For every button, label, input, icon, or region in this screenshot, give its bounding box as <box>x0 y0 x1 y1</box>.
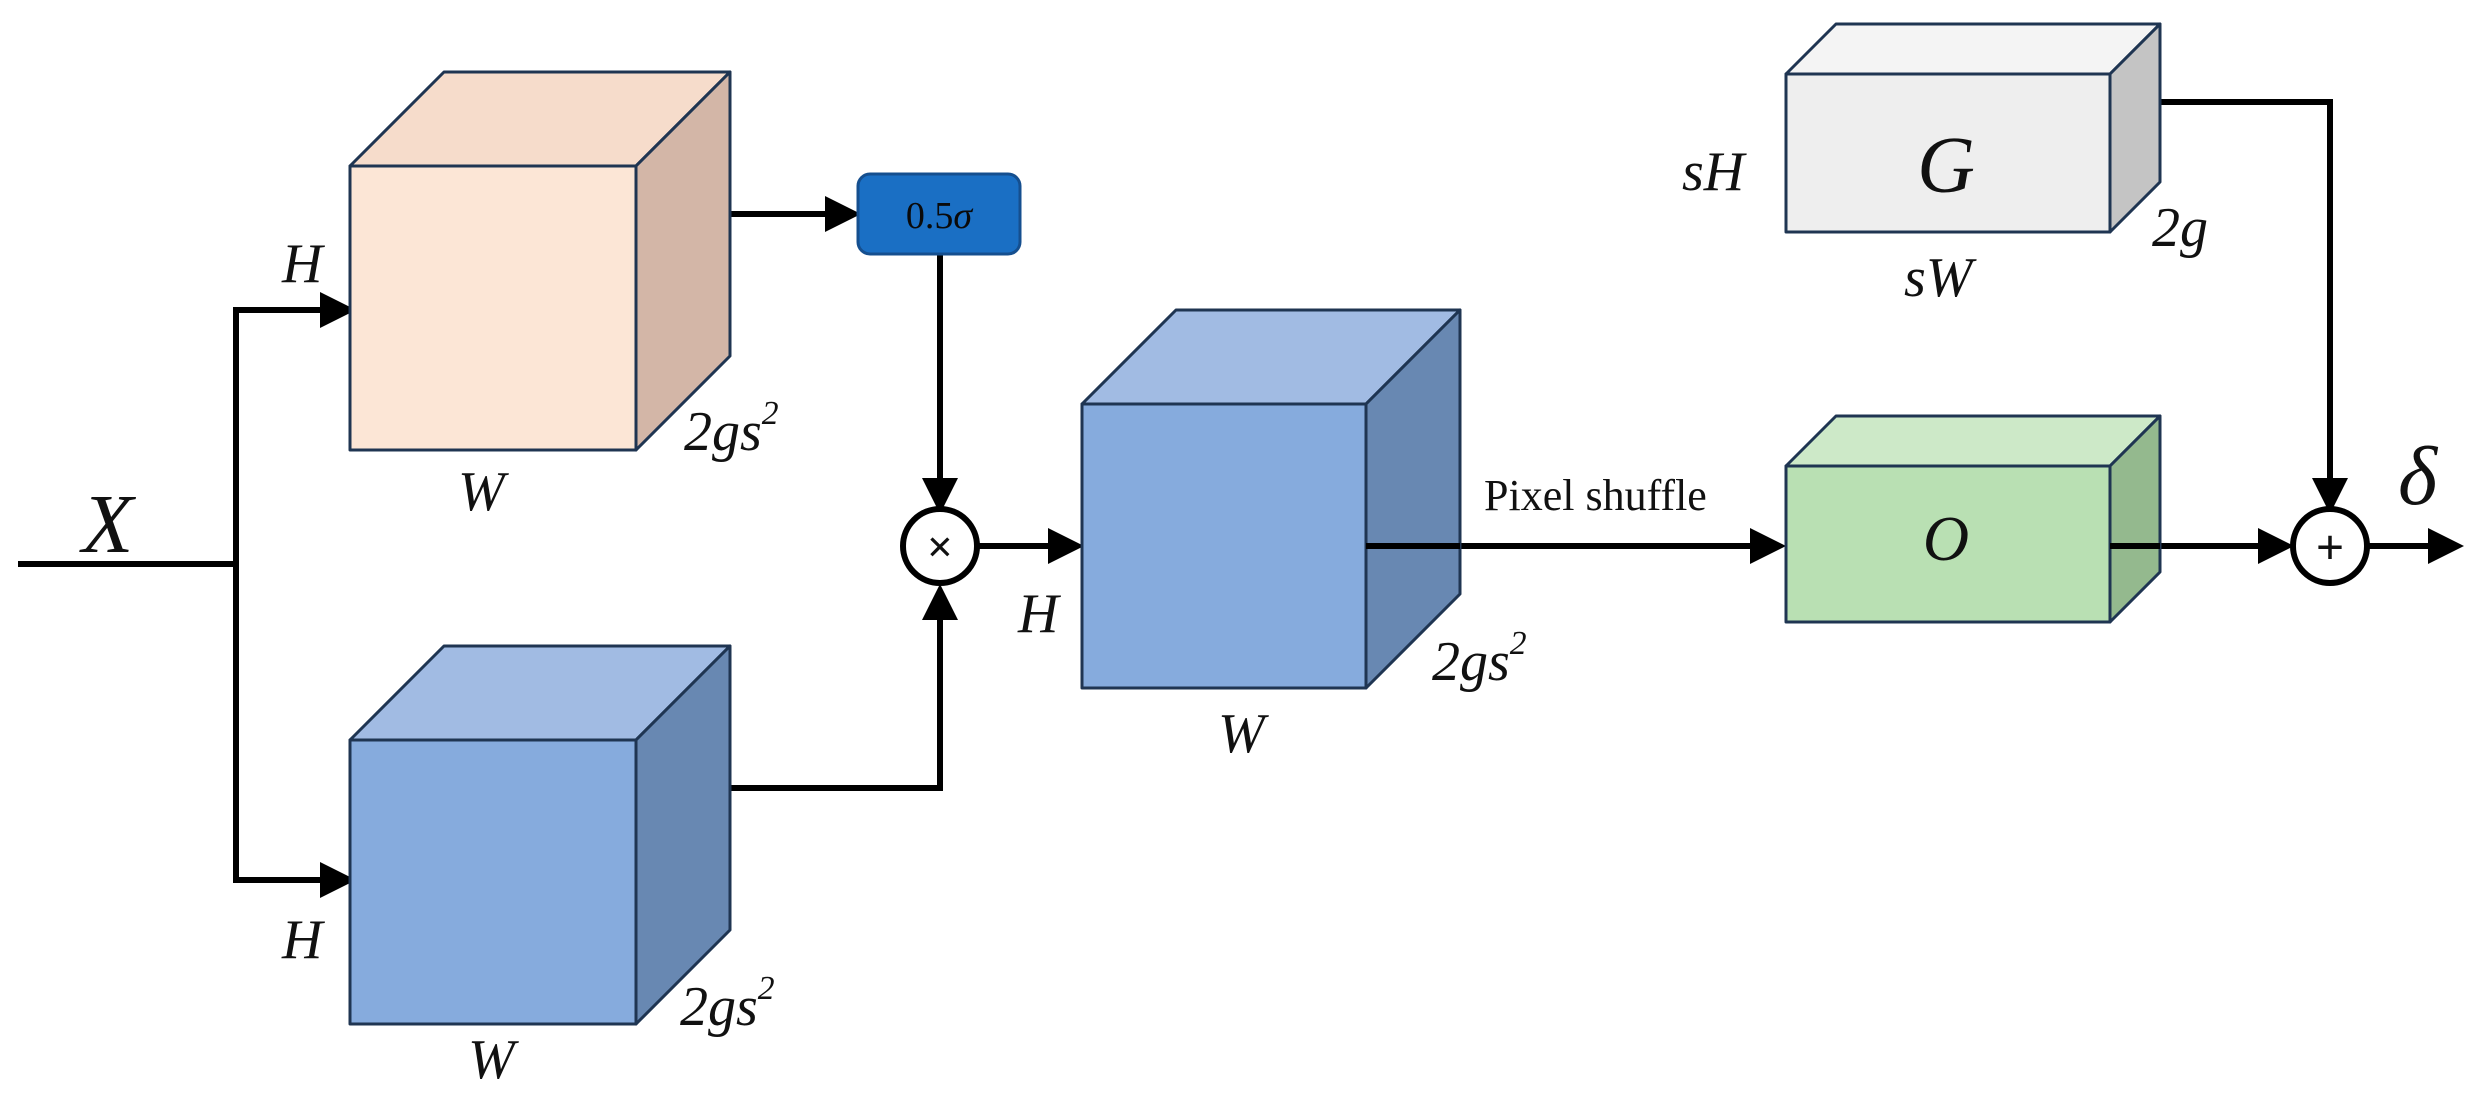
add-circle <box>2290 506 2370 586</box>
gate-cube-depth-exp: 2 <box>762 395 779 432</box>
activation-prefix: 0.5 <box>906 195 954 237</box>
fused-cube-front-face <box>1080 402 1368 690</box>
arrow-value-to-multiply <box>730 584 958 791</box>
multiply-circle <box>900 506 980 586</box>
grid-block-top-face <box>1784 22 2162 76</box>
multiply-operator: × <box>900 506 980 586</box>
fused-cube-depth-label: 2gs2 <box>1432 625 1527 693</box>
multiply-symbol: × <box>927 521 953 572</box>
offset-tensor-label: O <box>1923 503 1969 574</box>
grid-block-front-face <box>1784 72 2112 234</box>
gate-cube-width-label: W <box>458 461 509 523</box>
gate-cube-depth-label: 2gs2 <box>684 395 779 463</box>
grid-tensor-block <box>1784 22 2162 234</box>
grid-tensor-label: G <box>1917 122 1975 210</box>
add-operator: + <box>2290 506 2370 586</box>
grid-depth-label: 2g <box>2152 197 2208 259</box>
value-cube-depth-exp: 2 <box>758 970 775 1007</box>
activation-box: 0.5σ <box>856 172 1022 256</box>
activation-label: 0.5σ <box>906 195 974 237</box>
grid-height-label: sH <box>1682 141 1747 203</box>
value-cube-depth-base: 2gs <box>680 976 758 1038</box>
grid-width-label: sW <box>1904 247 1977 309</box>
output-label: δ <box>2398 430 2439 523</box>
add-symbol: + <box>2316 519 2345 575</box>
fused-cube-height-label: H <box>1017 583 1061 645</box>
fused-cube-width-label: W <box>1218 703 1269 765</box>
value-cube-width-label: W <box>468 1029 519 1091</box>
value-cube-depth-label: 2gs2 <box>680 970 775 1038</box>
gate-cube-height-label: H <box>281 233 325 295</box>
offset-block-top-face <box>1784 414 2162 468</box>
connection-wires <box>18 99 2464 898</box>
value-cube-front-face <box>348 738 638 1026</box>
activation-symbol: σ <box>953 195 973 237</box>
offset-tensor-block <box>1784 414 2162 624</box>
value-cube-height-label: H <box>281 909 325 971</box>
arrow-grid-to-add <box>2160 99 2348 514</box>
offset-block-front-face <box>1784 464 2112 624</box>
pixel-shuffle-label: Pixel shuffle <box>1484 471 1707 520</box>
value-branch-cube <box>348 644 732 1026</box>
gate-cube-front-face <box>348 164 638 452</box>
fused-cube-depth-base: 2gs <box>1432 631 1510 693</box>
activation-box-shape <box>856 172 1022 256</box>
gate-branch-cube <box>348 70 732 452</box>
gate-cube-depth-base: 2gs <box>684 401 762 463</box>
input-label: X <box>79 478 137 571</box>
fused-cube-depth-exp: 2 <box>1510 625 1527 662</box>
fused-tensor-cube <box>1080 308 1462 690</box>
